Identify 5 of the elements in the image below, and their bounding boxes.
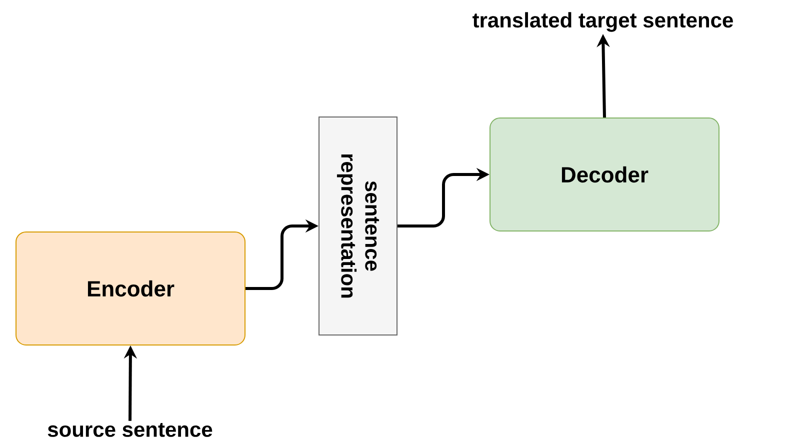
representation-box: sentence representation — [318, 116, 398, 336]
process-box: Decoder — [490, 118, 720, 232]
caption-text: translated target sentence — [472, 12, 733, 32]
process-box: Encoder — [16, 231, 246, 346]
caption-text: source sentence — [48, 423, 212, 437]
